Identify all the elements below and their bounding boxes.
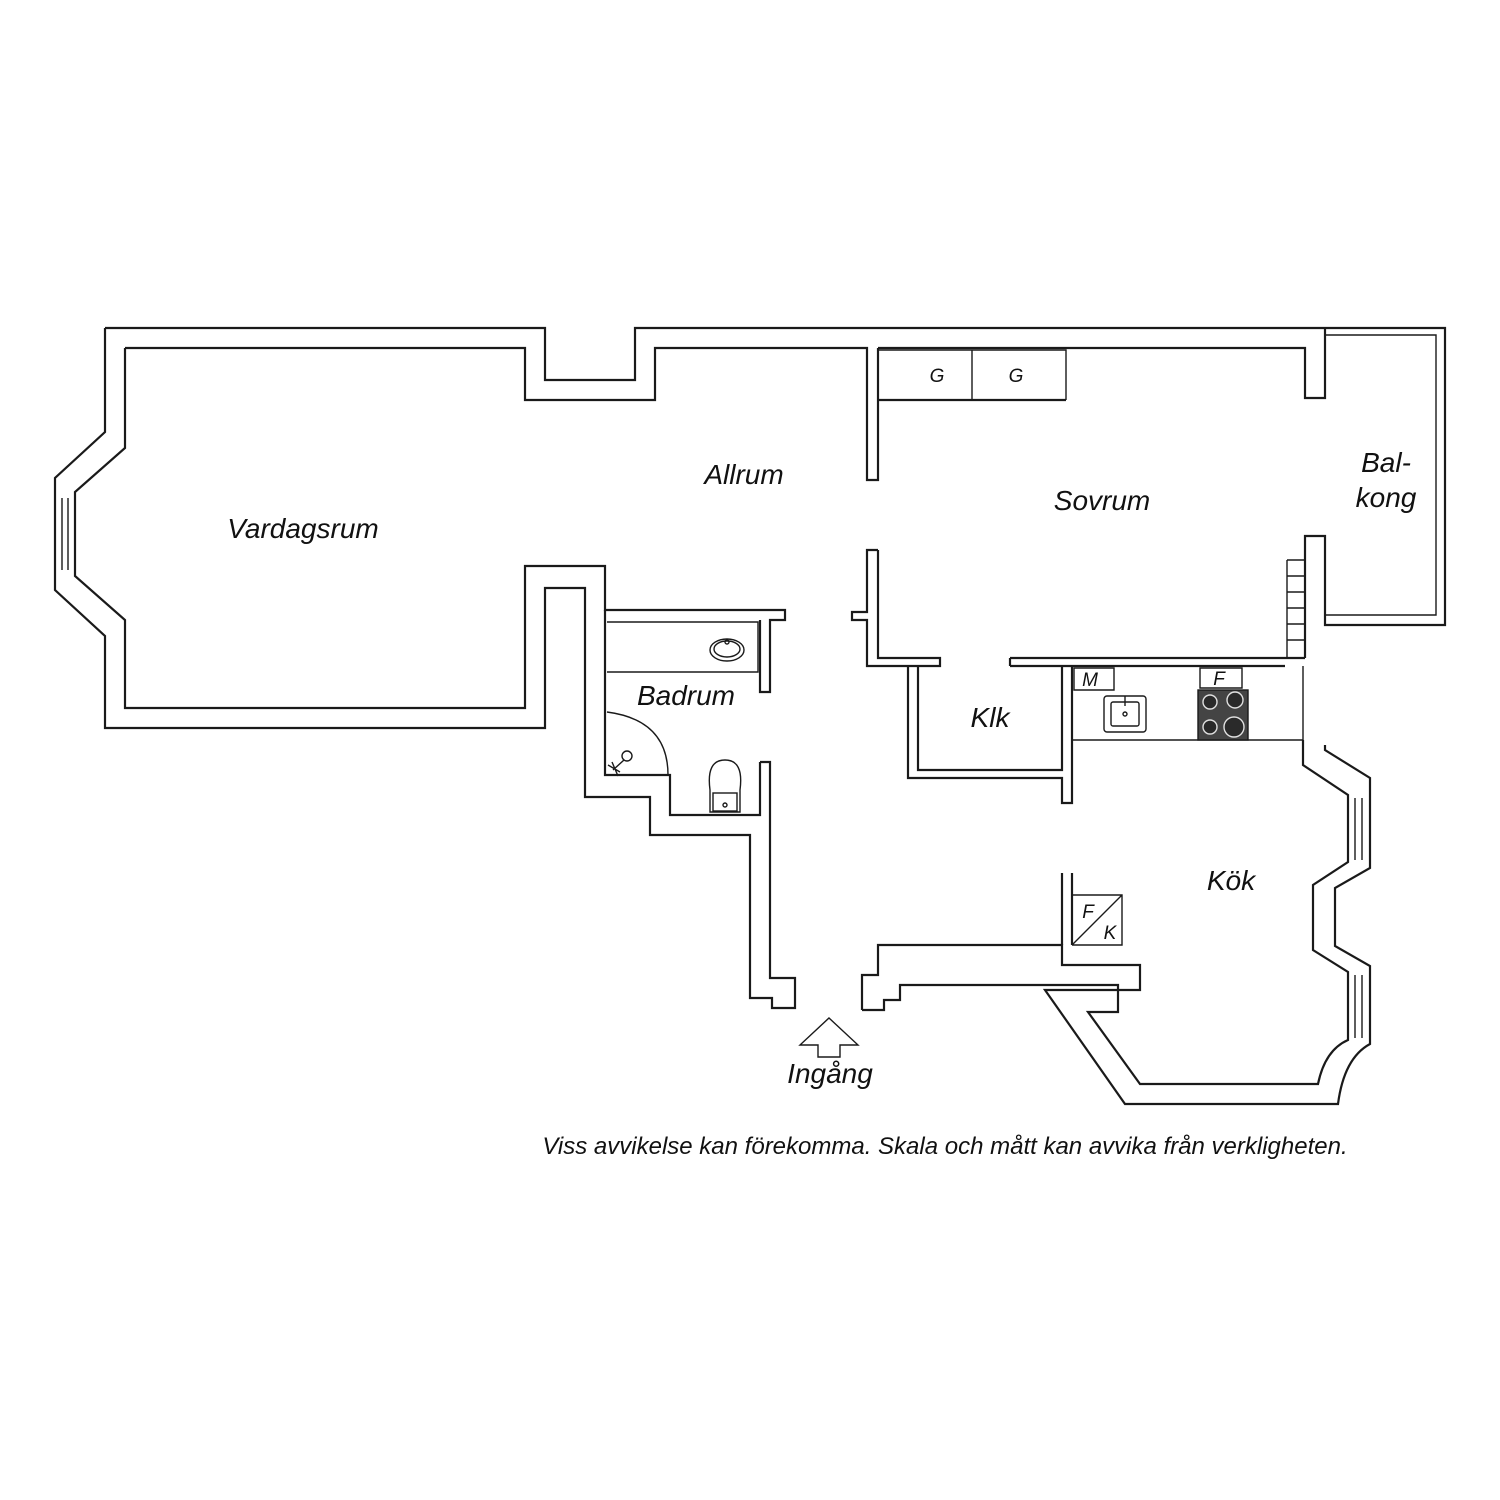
- disclaimer-text: Viss avvikelse kan förekomma. Skala och …: [542, 1133, 1347, 1160]
- walls-living-area: [53, 326, 1325, 1010]
- walls-kitchen: [860, 666, 1372, 1106]
- walls-bathroom: [603, 610, 762, 817]
- fridge-label: F: [1213, 669, 1226, 690]
- fridge-freezer-label-f: F: [1082, 902, 1095, 923]
- wardrobe-label-2: G: [1009, 366, 1024, 387]
- walls-closet: [906, 666, 1074, 805]
- microwave-label: M: [1082, 670, 1098, 691]
- room-label-allrum: Allrum: [702, 459, 783, 490]
- room-label-klk: Klk: [971, 702, 1012, 733]
- fridge-freezer-label-k: K: [1104, 923, 1118, 944]
- room-label-vardagsrum: Vardagsrum: [227, 513, 378, 544]
- entrance-arrow-icon: [798, 1017, 860, 1058]
- room-label-sovrum: Sovrum: [1054, 485, 1150, 516]
- room-label-kok: Kök: [1207, 865, 1257, 896]
- room-label-badrum: Badrum: [637, 680, 735, 711]
- wardrobe-label-1: G: [930, 366, 945, 387]
- walls-bedroom: [850, 326, 1447, 668]
- entrance-label: Ingång: [787, 1058, 873, 1089]
- room-label-balkong-line2: kong: [1356, 482, 1417, 513]
- room-label-balkong-line1: Bal-: [1361, 447, 1411, 478]
